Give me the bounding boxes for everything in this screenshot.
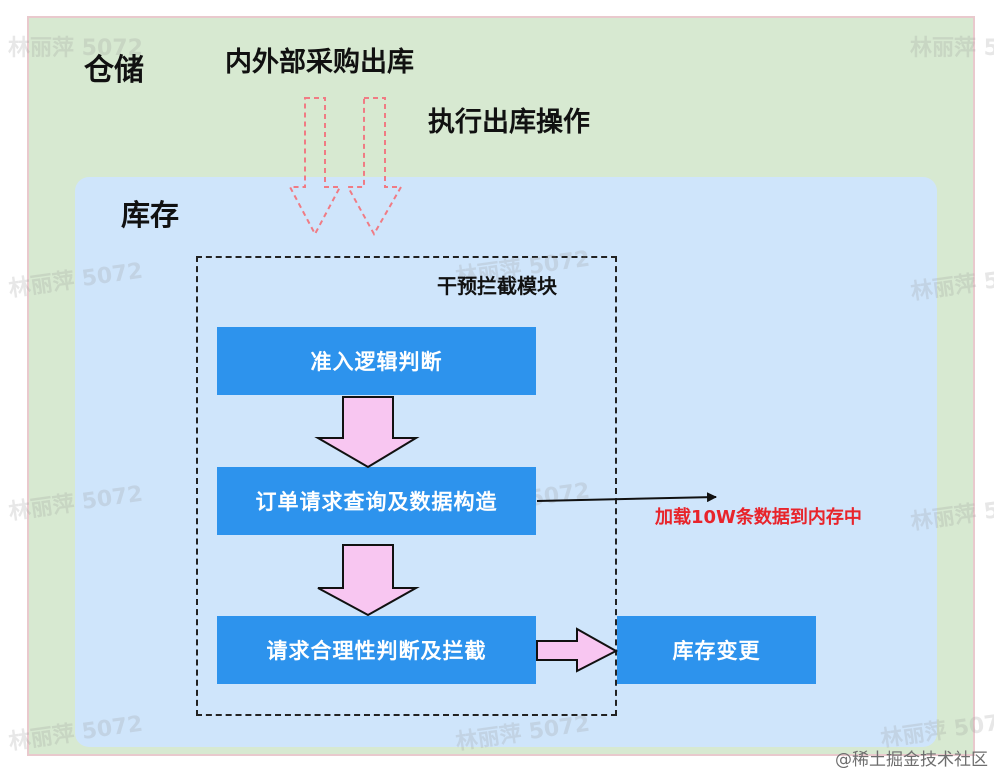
dashed-down-arrow-left <box>288 97 342 237</box>
module-title: 干预拦截模块 <box>437 274 557 298</box>
step-order-query: 订单请求查询及数据构造 <box>217 467 536 535</box>
step-admission-check: 准入逻辑判断 <box>217 327 536 395</box>
block-down-arrow-2 <box>317 544 420 617</box>
thin-right-arrow <box>536 492 717 503</box>
step-request-intercept: 请求合理性判断及拦截 <box>217 616 536 684</box>
block-right-arrow <box>536 627 619 673</box>
inventory-title: 库存 <box>121 198 180 232</box>
execute-outbound-label: 执行出库操作 <box>428 107 590 138</box>
inventory-change-box: 库存变更 <box>617 616 816 684</box>
watermark: 林丽萍 5072 <box>8 36 143 61</box>
memory-load-note: 加载10W条数据到内存中 <box>655 507 862 528</box>
intercept-module-frame <box>196 256 617 716</box>
source-footer: @稀土掘金技术社区 <box>835 750 988 770</box>
block-down-arrow-1 <box>314 396 420 469</box>
watermark: 林丽萍 5072 <box>910 36 994 61</box>
procurement-label: 内外部采购出库 <box>225 47 414 78</box>
warehouse-title: 仓储 <box>84 53 144 88</box>
dashed-down-arrow-right <box>346 97 403 237</box>
